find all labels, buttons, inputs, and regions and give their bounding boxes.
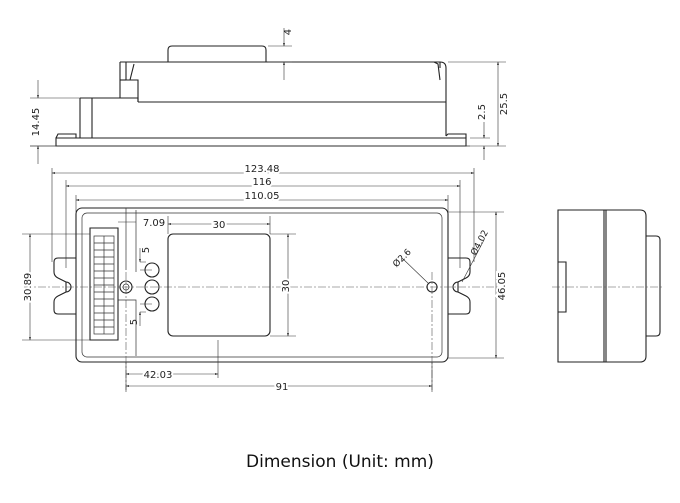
housing-top-outline xyxy=(119,61,447,136)
dim-side-height: 25.5 xyxy=(499,93,510,115)
top-view: 123.48 116 110.05 7.09 xyxy=(21,162,510,395)
dim-pitch-b: 5 xyxy=(129,319,140,325)
terminal-block xyxy=(89,227,119,341)
dim-base-height: 14.45 xyxy=(31,108,42,137)
base-flange xyxy=(55,137,467,147)
dim-terminal-width: 7.09 xyxy=(143,218,165,229)
side-view xyxy=(30,45,470,147)
right-mount-hole xyxy=(426,281,438,293)
indicator-led-2 xyxy=(144,279,160,295)
dim-side-step: 2.5 xyxy=(477,104,488,120)
dim-body-height: 46.05 xyxy=(497,272,508,301)
dim-overall-length: 123.48 xyxy=(245,164,280,175)
dim-offset-total: 91 xyxy=(276,382,289,393)
dim-mount-spacing: 116 xyxy=(252,177,271,188)
left-step-outline xyxy=(79,97,139,138)
left-mount-hole xyxy=(119,280,133,294)
end-view-outline xyxy=(557,209,647,363)
right-mounting-ear xyxy=(448,257,471,315)
dim-window-width: 30 xyxy=(213,220,226,231)
dim-offset-left: 42.03 xyxy=(144,370,173,381)
end-view xyxy=(552,209,664,363)
dim-pitch-a: 5 xyxy=(141,247,152,253)
terminal-pins xyxy=(93,235,115,335)
sensor-window xyxy=(167,233,271,337)
dim-body-length: 110.05 xyxy=(245,191,280,202)
dim-top-bump: 4 xyxy=(283,29,294,35)
dim-left-height: 30.89 xyxy=(23,273,34,302)
left-mounting-ear xyxy=(53,257,76,315)
top-bump-outline xyxy=(167,45,267,62)
dim-window-height: 30 xyxy=(281,280,292,293)
dim-slot-diameter: Ø4.02 xyxy=(469,228,491,257)
side-view-dimensions: 4 25.5 2.5 14.45 xyxy=(30,28,510,164)
caption: Dimension (Unit: mm) xyxy=(246,452,434,472)
body-outline xyxy=(75,207,449,363)
